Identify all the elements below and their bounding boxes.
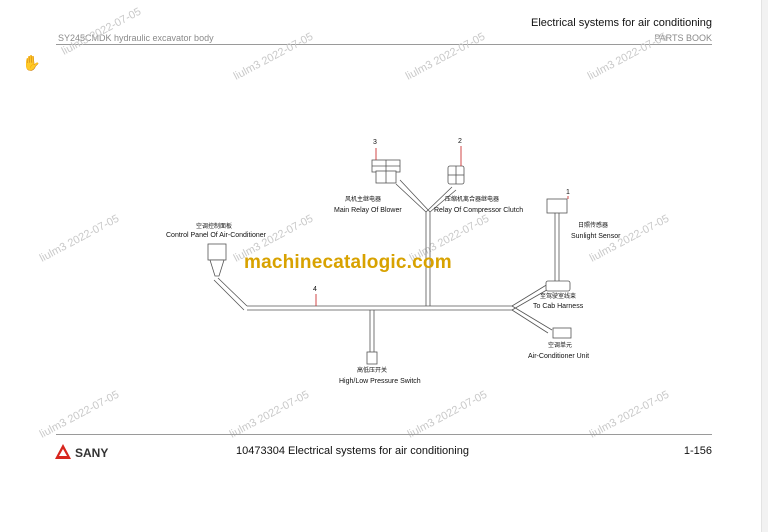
watermark: liulm3 2022-07-05 (38, 213, 121, 265)
pressure-switch-label-cn: 高低压开关 (357, 366, 387, 374)
watermark: liulm3 2022-07-05 (60, 6, 143, 58)
header-rule (56, 44, 712, 45)
pressure-switch-label: High/Low Pressure Switch (339, 378, 421, 385)
control-panel-label: Control Panel Of Air-Conditioner (166, 232, 267, 239)
sunlight-sensor-label: Sunlight Sensor (571, 233, 621, 240)
watermark: liulm3 2022-07-05 (232, 31, 315, 83)
harness-lines (213, 179, 560, 352)
component-pressure-switch (366, 351, 378, 365)
brand-name: SANY (75, 446, 108, 460)
watermark: liulm3 2022-07-05 (228, 389, 311, 441)
footer-document-title: 10473304 Electrical systems for air cond… (236, 445, 469, 457)
part-number: 4 (313, 286, 317, 293)
component-compressor-relay (447, 165, 465, 185)
header-model: SY245CMDK hydraulic excavator body (58, 33, 214, 43)
watermark: liulm3 2022-07-05 (404, 31, 487, 83)
cab-harness-label-cn: 至驾驶室线束 (540, 292, 576, 300)
component-control-panel (207, 243, 227, 277)
part-number: 1 (566, 189, 570, 196)
vertical-scrollbar[interactable] (761, 0, 768, 532)
sunlight-sensor-label-cn: 日照传感器 (578, 221, 608, 229)
page-title: Electrical systems for air conditioning (531, 17, 712, 29)
ac-unit-label-cn: 空调单元 (548, 341, 572, 349)
watermark-layer: liulm3 2022-07-05 liulm3 2022-07-05 liul… (38, 6, 671, 441)
part-number: 3 (373, 139, 377, 146)
leader-lines (315, 146, 569, 306)
page-number: 1-156 (683, 445, 712, 457)
component-blower-relay (371, 159, 401, 184)
sany-logo: SANY (55, 443, 125, 461)
blower-relay-label: Main Relay Of Blower (334, 207, 402, 214)
compressor-relay-label: Relay Of Compressor Clutch (434, 207, 523, 214)
footer-rule (56, 434, 712, 435)
control-panel-label-cn: 空调控制面板 (196, 222, 232, 230)
parts-book-label: PARTS BOOK (654, 33, 712, 43)
watermark: liulm3 2022-07-05 (38, 389, 121, 441)
hand-cursor-icon[interactable]: ✋ (22, 55, 41, 72)
overlay-watermark-site: machinecatalogic.com (244, 252, 452, 273)
blower-relay-label-cn: 风机主继电器 (345, 195, 381, 203)
component-sunlight-sensor (546, 198, 568, 214)
part-number: 2 (458, 138, 462, 145)
component-ac-unit (552, 327, 572, 339)
watermark: liulm3 2022-07-05 (406, 389, 489, 441)
cab-harness-label: To Cab Harness (533, 303, 584, 310)
compressor-relay-label-cn: 压缩机离合器继电器 (445, 195, 499, 203)
watermark: liulm3 2022-07-05 (588, 389, 671, 441)
component-cab-harness (545, 280, 571, 292)
sany-triangle-icon (55, 444, 71, 459)
ac-unit-label: Air-Conditioner Unit (528, 353, 589, 360)
watermark: liulm3 2022-07-05 (586, 31, 669, 83)
